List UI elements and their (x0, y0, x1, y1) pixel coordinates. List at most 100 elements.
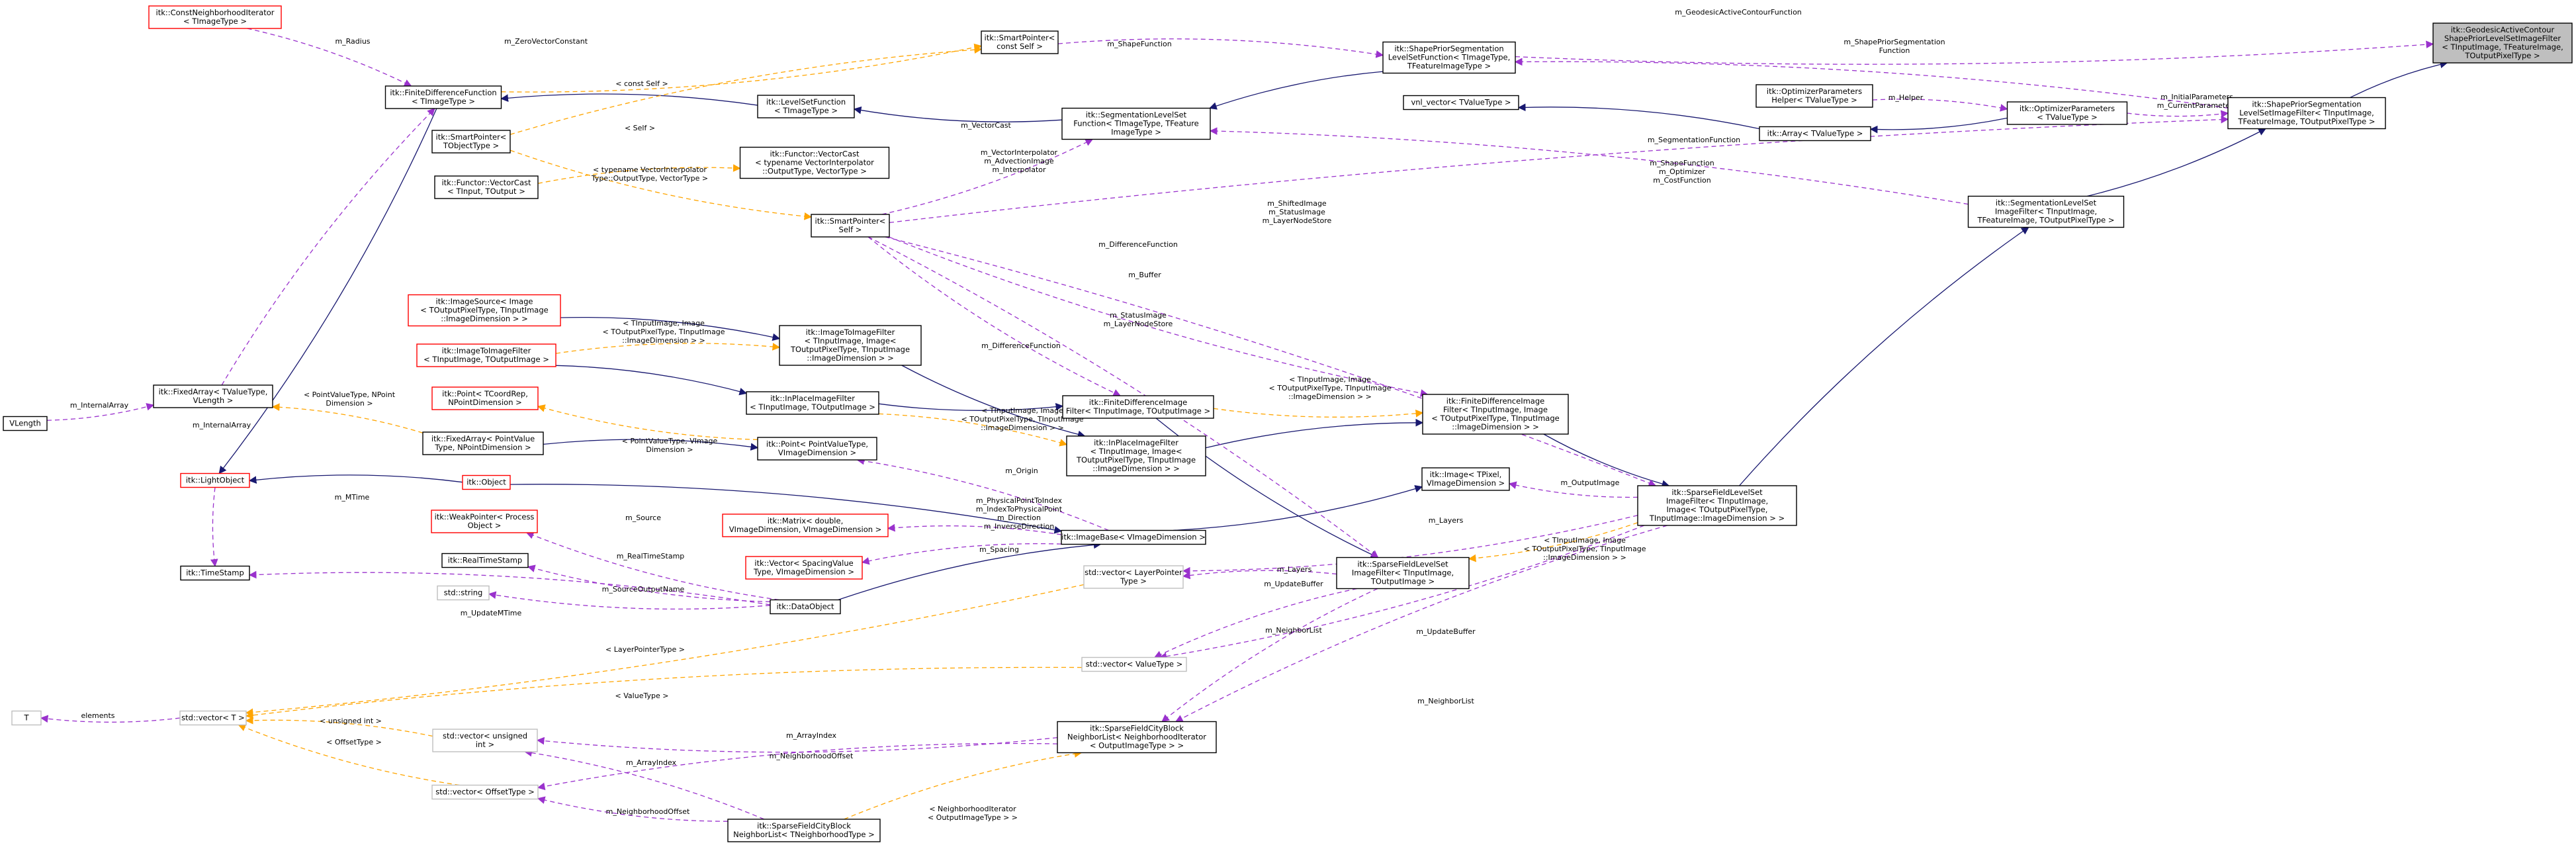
class-node-shape-prior-filter[interactable]: itk::ShapePriorSegmentationLevelSetImage… (2227, 97, 2386, 130)
edge-label-segmentation-function: m_SegmentationFunction (1648, 136, 1740, 144)
class-node-image-base[interactable]: itk::ImageBase< VImageDimension > (1061, 529, 1206, 545)
class-node-label: Image< TOutputPixelType, (1667, 505, 1768, 514)
class-node-box (434, 175, 539, 199)
class-node-image-tpixel[interactable]: itk::Image< TPixel,VImageDimension > (1421, 467, 1510, 491)
edge-label-line: m_Interpolator (992, 165, 1046, 174)
class-node-functor-vcast[interactable]: itk::Functor::VectorCast< TInput, TOutpu… (434, 175, 539, 199)
class-node-box (180, 565, 250, 581)
class-node-smartptr-self[interactable]: itk::SmartPointer<Self > (811, 214, 890, 238)
class-node-const-nbr-iter[interactable]: itk::ConstNeighborhoodIterator< TImageTy… (148, 5, 282, 29)
edge-label-line: ::ImageDimension > > (1543, 553, 1626, 562)
class-node-std-string[interactable]: std::string (437, 585, 490, 601)
class-node-functor-vcast-tpl[interactable]: itk::Functor::VectorCast< typename Vecto… (739, 146, 890, 179)
edge-label-line: < TInputImage, Image (981, 406, 1063, 415)
edge-shape_prior_seg_fn-to-seg_levelset_fn (1209, 71, 1384, 110)
class-node-matrix[interactable]: itk::Matrix< double,VImageDimension, VIm… (722, 514, 889, 537)
class-node-label: ::OutputType, VectorType > (762, 167, 867, 176)
class-node-real-time-stamp[interactable]: itk::RealTimeStamp (441, 553, 529, 568)
class-node-vnl-vector[interactable]: vnl_vector< TValueType > (1403, 95, 1519, 111)
class-node-box (441, 553, 529, 568)
edge-inplace_tpl-to-fd_image_filter_tpl (1205, 418, 1424, 449)
edge-shape_prior_seg_fn-to-geodesic (1515, 40, 2434, 65)
edge-label-line: m_NeighborList (1265, 626, 1322, 635)
edge-label-img2img-tpl-args: < TInputImage, Image< TOutputPixelType, … (603, 319, 725, 345)
class-node-point-value[interactable]: itk::Point< PointValueType,VImageDimensi… (757, 437, 877, 461)
class-node-box (3, 416, 48, 431)
class-node-box (1061, 107, 1211, 140)
edge-label-line: m_NeighborhoodOffset (606, 807, 690, 816)
class-node-box (1422, 394, 1569, 435)
class-node-inplace-generic[interactable]: itk::InPlaceImageFilter< TInputImage, TO… (746, 391, 879, 415)
class-node-geodesic[interactable]: itk::GeodesicActiveContourShapePriorLeve… (2432, 22, 2573, 64)
class-node-light-object[interactable]: itk::LightObject (180, 472, 250, 488)
class-node-label: NeighborList< TNeighborhoodType > (733, 830, 875, 839)
edge-label-line: m_InternalArray (193, 421, 251, 429)
class-node-vec-offset[interactable]: std::vector< OffsetType > (431, 784, 539, 800)
class-node-label: < TImageType > (412, 97, 475, 106)
class-node-vec-layer-ptr[interactable]: std::vector< LayerPointerType > (1083, 565, 1184, 589)
class-node-label: itk::SmartPointer< (436, 132, 507, 142)
edge-label-line: m_VectorCast (961, 121, 1011, 130)
edge-smartptr_tobj-to-smartptr_const_self (510, 46, 983, 135)
class-node-itk-array[interactable]: itk::Array< TValueType > (1759, 126, 1871, 142)
edge-label-line: < TInputImage, Image (623, 319, 705, 328)
class-node-label: TOutputPixelType > (2464, 51, 2540, 60)
class-node-finite-diff-fn[interactable]: itk::FiniteDifferenceFunction< TImageTyp… (384, 85, 502, 109)
class-node-smartptr-const-self[interactable]: itk::SmartPointer<const Self > (981, 30, 1059, 54)
class-node-label: ImageFilter< TInputImage, (1352, 568, 1454, 578)
class-node-point-coordrep[interactable]: itk::Point< TCoordRep,NPointDimension > (431, 386, 539, 410)
class-node-vlength[interactable]: VLength (3, 416, 48, 431)
class-node-vec-t[interactable]: std::vector< T > (179, 710, 247, 726)
edge-opt_params-to-itk_array (1869, 117, 2008, 134)
edge-inplace_generic-to-fd_image_filter_generic (878, 402, 1064, 411)
edge-label-array-index-1: m_ArrayIndex (786, 731, 837, 740)
edge-label-line: m_RealTimeStamp (617, 552, 685, 560)
edge-label-line: m_UpdateMTime (461, 609, 522, 617)
edge-label-neighbor-list-2: m_NeighborList (1417, 697, 1474, 705)
class-node-itk-object[interactable]: itk::Object (462, 474, 511, 490)
class-node-image-source[interactable]: itk::ImageSource< Image< TOutputPixelTyp… (408, 294, 561, 327)
class-node-opt-params[interactable]: itk::OptimizerParameters< TValueType > (2006, 101, 2128, 125)
class-node-img2img-tpl[interactable]: itk::ImageToImageFilter< TInputImage, Im… (779, 325, 922, 366)
class-node-label: Filter< TInputImage, Image (1443, 405, 1548, 414)
class-node-fixed-array-pt[interactable]: itk::FixedArray< PointValueType, NPointD… (422, 431, 544, 455)
edge-fixed_array_pt-to-fixed_array_len (271, 403, 423, 433)
edge-vec_offset-to-vec_t (238, 724, 460, 786)
edge-label-line: < TInputImage, Image (1289, 375, 1371, 384)
edge-label-line: m_Layers (1429, 516, 1464, 525)
edge-img2img_generic-to-img2img_tpl (555, 343, 781, 354)
class-node-inplace-tpl[interactable]: itk::InPlaceImageFilter< TInputImage, Im… (1066, 435, 1206, 476)
class-node-box (727, 819, 881, 842)
class-node-box (431, 130, 511, 154)
class-node-vec-value[interactable]: std::vector< ValueType > (1081, 656, 1187, 672)
class-node-shape-prior-seg-fn[interactable]: itk::ShapePriorSegmentationLevelSetFunct… (1382, 41, 1516, 74)
edge-smartptr_self-to-fd_image_filter_generic (867, 236, 1122, 396)
class-node-label: ::ImageDimension > > (1452, 422, 1538, 431)
class-node-data-object[interactable]: itk::DataObject (770, 599, 841, 615)
class-node-t[interactable]: T (11, 710, 42, 726)
edge-label-line: < OffsetType > (326, 738, 382, 746)
class-node-time-stamp[interactable]: itk::TimeStamp (180, 565, 250, 581)
edge-smartptr_self-to-sparse_tpl (885, 236, 1657, 487)
class-node-smartptr-tobj[interactable]: itk::SmartPointer<TObjectType > (431, 130, 511, 154)
edge-smartptr_self-to-fd_image_filter_tpl (888, 236, 1429, 397)
class-node-box (722, 514, 889, 537)
class-node-box (1403, 95, 1519, 111)
class-node-img2img-generic[interactable]: itk::ImageToImageFilter< TInputImage, TO… (416, 343, 556, 367)
class-node-levelset-fn[interactable]: itk::LevelSetFunction< TImageType > (757, 95, 855, 118)
edge-city_block_nbr-to-vec_offset (537, 796, 729, 822)
class-node-fixed-array-len[interactable]: itk::FixedArray< TValueType,VLength > (153, 384, 273, 408)
class-node-label: < TOutputPixelType, TInputImage (1431, 414, 1559, 423)
